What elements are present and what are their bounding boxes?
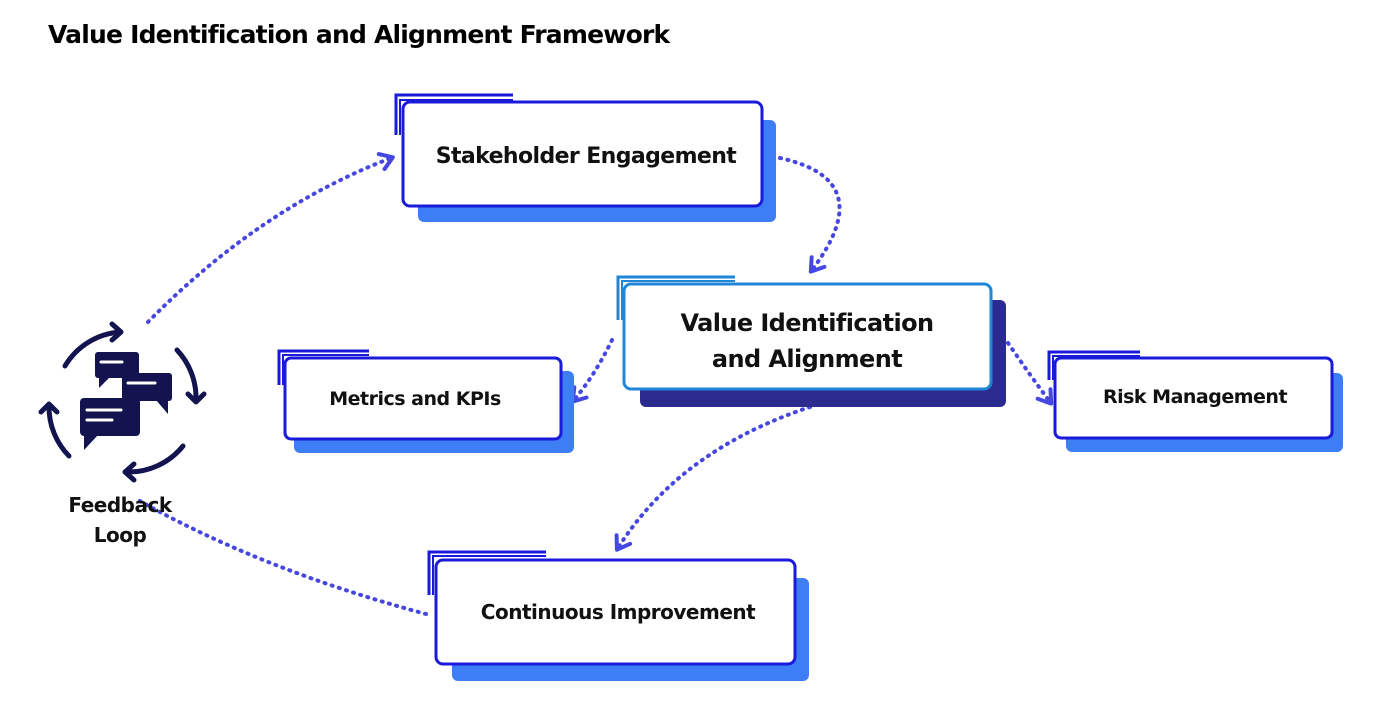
arrow-value-to-risk	[1006, 341, 1054, 406]
stakeholder-engagement-label: Stakeholder Engagement	[436, 144, 738, 169]
arrow-value-to-improvement	[614, 405, 812, 552]
feedback-loop-label: Feedback Loop	[40, 490, 200, 550]
arrow-value-to-metrics	[570, 338, 614, 404]
node-risk-management: Risk Management	[1047, 350, 1343, 452]
continuous-improvement-label: Continuous Improvement	[481, 600, 756, 624]
metrics-kpis-label: Metrics and KPIs	[329, 388, 501, 410]
risk-management-label: Risk Management	[1103, 386, 1287, 408]
node-value-identification: Value Identification and Alignment	[616, 275, 1006, 407]
feedback-loop-label-line1: Feedback	[68, 493, 172, 517]
arrow-feedback-to-stakeholder	[146, 152, 395, 324]
value-identification-label-line1: Value Identification	[681, 309, 934, 337]
node-metrics-kpis: Metrics and KPIs	[277, 349, 574, 453]
value-identification-label-line2: and Alignment	[712, 345, 902, 373]
feedback-loop-label-line2: Loop	[93, 523, 147, 547]
arrow-stakeholder-to-value	[778, 156, 842, 274]
arrow-improvement-to-feedback	[136, 498, 428, 616]
node-stakeholder-engagement: Stakeholder Engagement	[394, 93, 776, 222]
feedback-loop-chat-icon	[38, 321, 207, 483]
page-title: Value Identification and Alignment Frame…	[48, 20, 670, 49]
node-continuous-improvement: Continuous Improvement	[427, 550, 809, 681]
